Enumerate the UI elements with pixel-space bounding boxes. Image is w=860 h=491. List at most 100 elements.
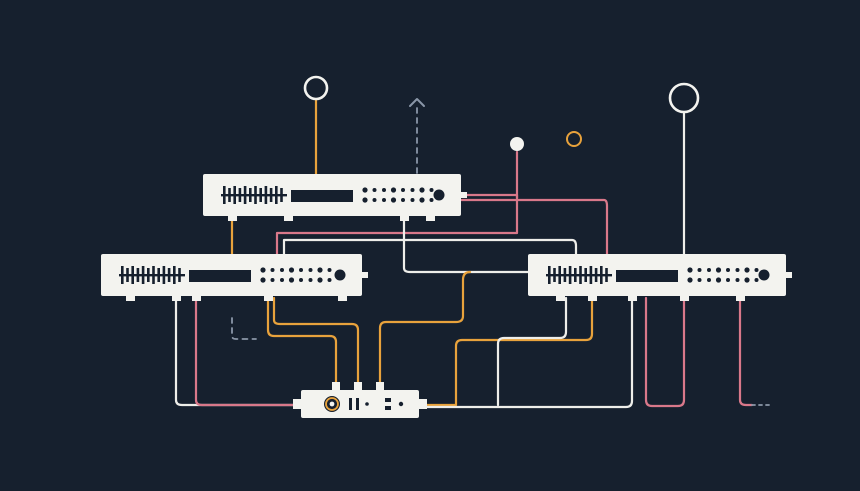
control-button	[697, 268, 702, 272]
control-button	[707, 268, 711, 272]
control-button	[735, 278, 740, 282]
hub-status-core	[329, 401, 335, 407]
control-button	[382, 188, 386, 192]
side-port	[362, 272, 368, 278]
hub-connector	[354, 382, 362, 391]
cable-left-a	[174, 296, 304, 407]
control-button	[429, 198, 434, 202]
control-button	[327, 278, 332, 282]
cable-right-c	[496, 296, 568, 407]
control-button	[715, 267, 722, 273]
control-button	[744, 277, 750, 283]
cable-top-down	[402, 213, 537, 274]
vent-rail	[119, 274, 185, 277]
hub-dot	[398, 401, 404, 407]
right-rack-unit	[528, 254, 792, 301]
display-window	[189, 270, 251, 282]
control-button	[401, 198, 405, 202]
cable-right-d	[418, 296, 634, 409]
hub-dot	[365, 402, 369, 406]
control-button	[308, 268, 313, 272]
control-button	[372, 198, 377, 202]
control-button	[288, 277, 295, 283]
control-button	[410, 198, 415, 202]
control-button	[288, 267, 295, 273]
cable-right-f	[738, 296, 754, 407]
control-button	[372, 188, 377, 192]
uplink-arrow-icon	[409, 98, 425, 107]
left-rack-unit	[101, 254, 368, 301]
control-button	[744, 267, 750, 273]
control-button	[299, 278, 303, 282]
control-button	[327, 268, 332, 272]
cable-left-c	[266, 296, 338, 394]
control-button	[270, 268, 275, 272]
control-button	[697, 278, 702, 282]
antenna-ring-icon-large	[668, 82, 700, 114]
device-foot	[588, 295, 597, 301]
hub-connector	[376, 382, 384, 391]
control-button	[280, 268, 284, 272]
power-knob	[334, 269, 346, 281]
device-foot	[628, 295, 637, 301]
small-ring-icon	[566, 131, 582, 147]
cable-top-to-right-a	[275, 193, 519, 256]
device-foot	[126, 295, 135, 301]
control-button	[270, 278, 275, 282]
cable-right-b	[418, 296, 594, 407]
bottom-hub-unit	[293, 382, 427, 418]
antenna-ring-icon	[303, 75, 329, 101]
control-button	[390, 197, 397, 203]
device-foot	[192, 295, 201, 301]
control-button	[308, 278, 313, 282]
hub-side-tab	[418, 399, 427, 409]
control-button	[260, 267, 266, 273]
control-button	[726, 278, 730, 282]
hub-status-light	[325, 397, 339, 411]
control-button	[382, 198, 386, 202]
cable-right-e	[644, 296, 686, 408]
control-button	[419, 197, 425, 203]
dashed-stub-left	[231, 317, 257, 340]
control-button	[715, 277, 722, 283]
device-foot	[338, 295, 347, 301]
control-button	[410, 188, 415, 192]
control-button	[362, 197, 368, 203]
device-foot	[228, 215, 237, 221]
power-knob	[433, 189, 445, 201]
device-foot	[680, 295, 689, 301]
device-foot	[172, 295, 181, 301]
control-button	[754, 268, 759, 272]
control-button	[362, 187, 368, 193]
hub-side-tab	[293, 399, 302, 409]
cables	[174, 98, 773, 409]
device-foot	[264, 295, 273, 301]
device-foot	[556, 295, 565, 301]
side-port	[786, 272, 792, 278]
hub-connector	[332, 382, 340, 391]
control-button	[707, 278, 711, 282]
antenna-dot-icon	[510, 137, 524, 151]
control-button	[299, 268, 303, 272]
top-rack-unit	[203, 174, 467, 221]
control-button	[726, 268, 730, 272]
cable-left-d	[272, 296, 360, 386]
control-button	[419, 187, 425, 193]
cable-top-to-right-b	[458, 198, 609, 256]
vent-rail	[221, 194, 287, 197]
cable-right-a	[378, 270, 472, 386]
device-foot	[284, 215, 293, 221]
power-knob	[758, 269, 770, 281]
control-button	[687, 267, 693, 273]
control-button	[280, 278, 284, 282]
vent-rail	[546, 274, 612, 277]
control-button	[317, 277, 323, 283]
control-button	[260, 277, 266, 283]
hub-slot	[349, 398, 352, 410]
display-window	[291, 190, 353, 202]
cable-left-b	[194, 296, 304, 407]
device-foot	[426, 215, 435, 221]
side-port	[461, 192, 467, 198]
